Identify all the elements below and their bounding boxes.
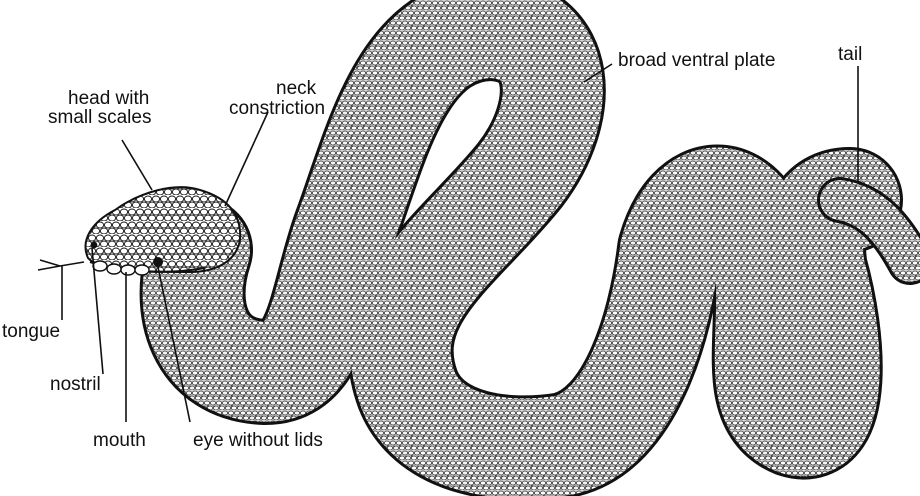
label-head-line1: head with	[68, 88, 149, 109]
label-tail: tail	[838, 44, 862, 65]
snake-head	[38, 187, 240, 275]
label-eye: eye without lids	[193, 430, 323, 451]
leader-neck	[225, 112, 268, 206]
nostril-mark	[91, 242, 98, 249]
label-head-line2: small scales	[48, 107, 151, 128]
label-neck-line2: constriction	[229, 98, 325, 119]
label-neck-line1: neck	[276, 78, 317, 99]
leader-head	[122, 140, 152, 190]
label-tongue: tongue	[2, 321, 60, 342]
label-ventral: broad ventral plate	[618, 50, 775, 71]
tongue-mark	[38, 260, 84, 270]
eye-mark	[153, 257, 163, 267]
label-nostril: nostril	[50, 374, 101, 395]
label-mouth: mouth	[93, 430, 146, 451]
